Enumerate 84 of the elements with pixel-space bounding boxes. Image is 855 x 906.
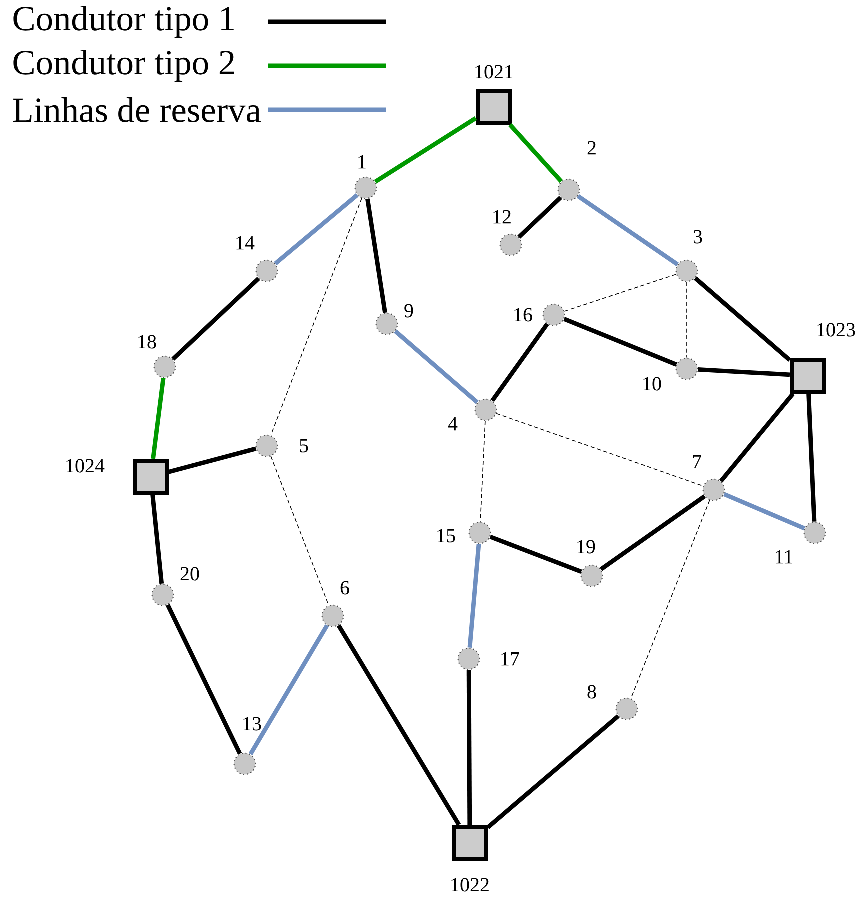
bus-node: 2 <box>558 141 596 202</box>
node-label: 15 <box>438 529 456 543</box>
node-label: 4 <box>448 417 458 431</box>
bus-node: 10 <box>644 358 698 391</box>
conductor-line <box>723 492 806 531</box>
conductor-line <box>806 394 817 522</box>
conductor-line <box>719 392 795 483</box>
node-label: 11 <box>776 550 792 564</box>
conductor-line <box>486 714 620 830</box>
tie-line <box>630 500 710 699</box>
node-label: 6 <box>340 581 350 595</box>
bus-node: 7 <box>693 455 726 502</box>
bus-node: 8 <box>588 685 638 720</box>
conductor-line <box>168 446 257 474</box>
node-label: 19 <box>578 540 596 554</box>
node-label: 20 <box>180 567 200 581</box>
conductor-line <box>394 330 479 404</box>
substation-node: 1023 <box>790 323 855 394</box>
node-label: 1023 <box>818 323 855 337</box>
conductor-line <box>151 378 166 460</box>
conductor-line <box>336 624 462 826</box>
bus-node: 14 <box>236 236 278 282</box>
node-label: 2 <box>588 141 596 155</box>
conductor-line <box>698 367 790 378</box>
bus-node: 13 <box>234 717 262 776</box>
tie-line <box>496 413 704 487</box>
conductor-line <box>564 317 678 367</box>
substation-node: 1022 <box>452 825 489 892</box>
node-label: 1 <box>358 155 366 169</box>
conductor-line <box>274 194 359 266</box>
conductor-line <box>248 624 330 756</box>
conductor-line <box>150 494 164 584</box>
tie-line <box>480 420 486 522</box>
bus-node: 11 <box>776 522 826 564</box>
node-label: 17 <box>502 652 520 666</box>
node-label: 14 <box>236 236 255 250</box>
bus-node: 18 <box>138 335 176 378</box>
tie-line <box>686 282 688 358</box>
bus-node: 12 <box>494 210 522 256</box>
node-label: 1021 <box>476 65 513 79</box>
legend-label: Condutor tipo 1 <box>14 6 234 38</box>
node-label: 8 <box>588 685 596 699</box>
node-label: 7 <box>693 455 702 469</box>
bus-node: 1 <box>354 155 378 200</box>
node-label: 18 <box>138 335 156 349</box>
node-label: 16 <box>514 308 532 322</box>
bus-node: 17 <box>458 648 520 670</box>
node-label: 5 <box>300 439 308 453</box>
node-label: 1024 <box>66 459 105 473</box>
conductor-line <box>600 494 706 572</box>
conductor-line <box>518 196 562 239</box>
substation-node: 1024 <box>66 459 169 495</box>
node-label: 1022 <box>452 878 489 892</box>
tie-line <box>270 456 330 606</box>
node-label: 12 <box>494 210 511 224</box>
conductor-line <box>172 277 260 361</box>
conductor-line <box>366 198 388 314</box>
bus-node: 4 <box>448 398 498 431</box>
conductor-line <box>166 604 242 755</box>
tie-line <box>564 274 677 312</box>
legend-label: Condutor tipo 2 <box>14 50 234 82</box>
tie-line <box>270 198 362 436</box>
bus-node: 5 <box>256 434 308 458</box>
bus-node: 19 <box>578 540 604 588</box>
conductor-line <box>490 322 550 402</box>
conductor-line <box>374 116 478 184</box>
bus-node: 9 <box>376 304 414 336</box>
conductor-line <box>508 124 564 184</box>
bus-node: 6 <box>322 581 350 628</box>
conductor-line <box>694 276 792 362</box>
conductor-line <box>576 194 680 266</box>
bus-node: 16 <box>514 304 566 326</box>
substation-node: 1021 <box>476 65 513 125</box>
node-label: 9 <box>404 304 414 318</box>
conductor-line <box>466 670 472 825</box>
bus-node: 20 <box>152 567 200 606</box>
legend-label: Linhas de reserva <box>13 98 261 122</box>
conductor-line <box>490 534 582 574</box>
bus-node: 15 <box>438 522 492 544</box>
conductor-line <box>468 544 482 648</box>
node-label: 13 <box>244 717 262 731</box>
bus-node: 3 <box>676 230 702 282</box>
node-label: 10 <box>644 377 662 391</box>
node-label: 3 <box>694 230 702 244</box>
